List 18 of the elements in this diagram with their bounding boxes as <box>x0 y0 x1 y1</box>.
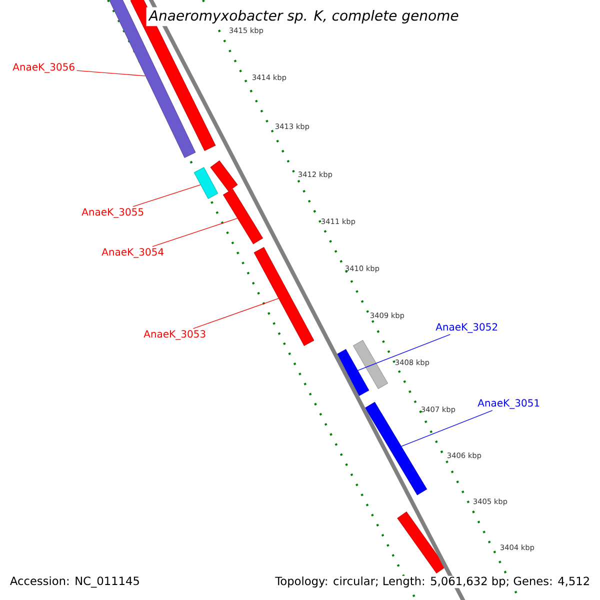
leader-line <box>152 218 238 247</box>
gene-label: AnaeK_3051 <box>478 399 540 409</box>
leader-line <box>358 334 450 371</box>
gene-bar <box>194 167 218 199</box>
footer-text: Topology: circular; Length: 5,061,632 bp; Genes: 4,512 <box>274 576 591 588</box>
leader-line <box>401 410 493 447</box>
gene-bar <box>254 247 314 346</box>
leader-line <box>132 184 201 207</box>
gene-label: AnaeK_3054 <box>102 248 164 258</box>
gene-label: AnaeK_3056 <box>12 63 74 73</box>
leader-line <box>76 70 146 76</box>
title: Anaeromyxobacter sp. K, complete genome <box>146 7 462 26</box>
gene-bar <box>210 160 238 192</box>
gene-label: AnaeK_3052 <box>436 323 498 333</box>
leader-line <box>192 298 279 329</box>
gene-label: AnaeK_3053 <box>144 330 206 340</box>
gene-label: AnaeK_3055 <box>82 208 144 218</box>
gene-bar <box>352 340 388 390</box>
